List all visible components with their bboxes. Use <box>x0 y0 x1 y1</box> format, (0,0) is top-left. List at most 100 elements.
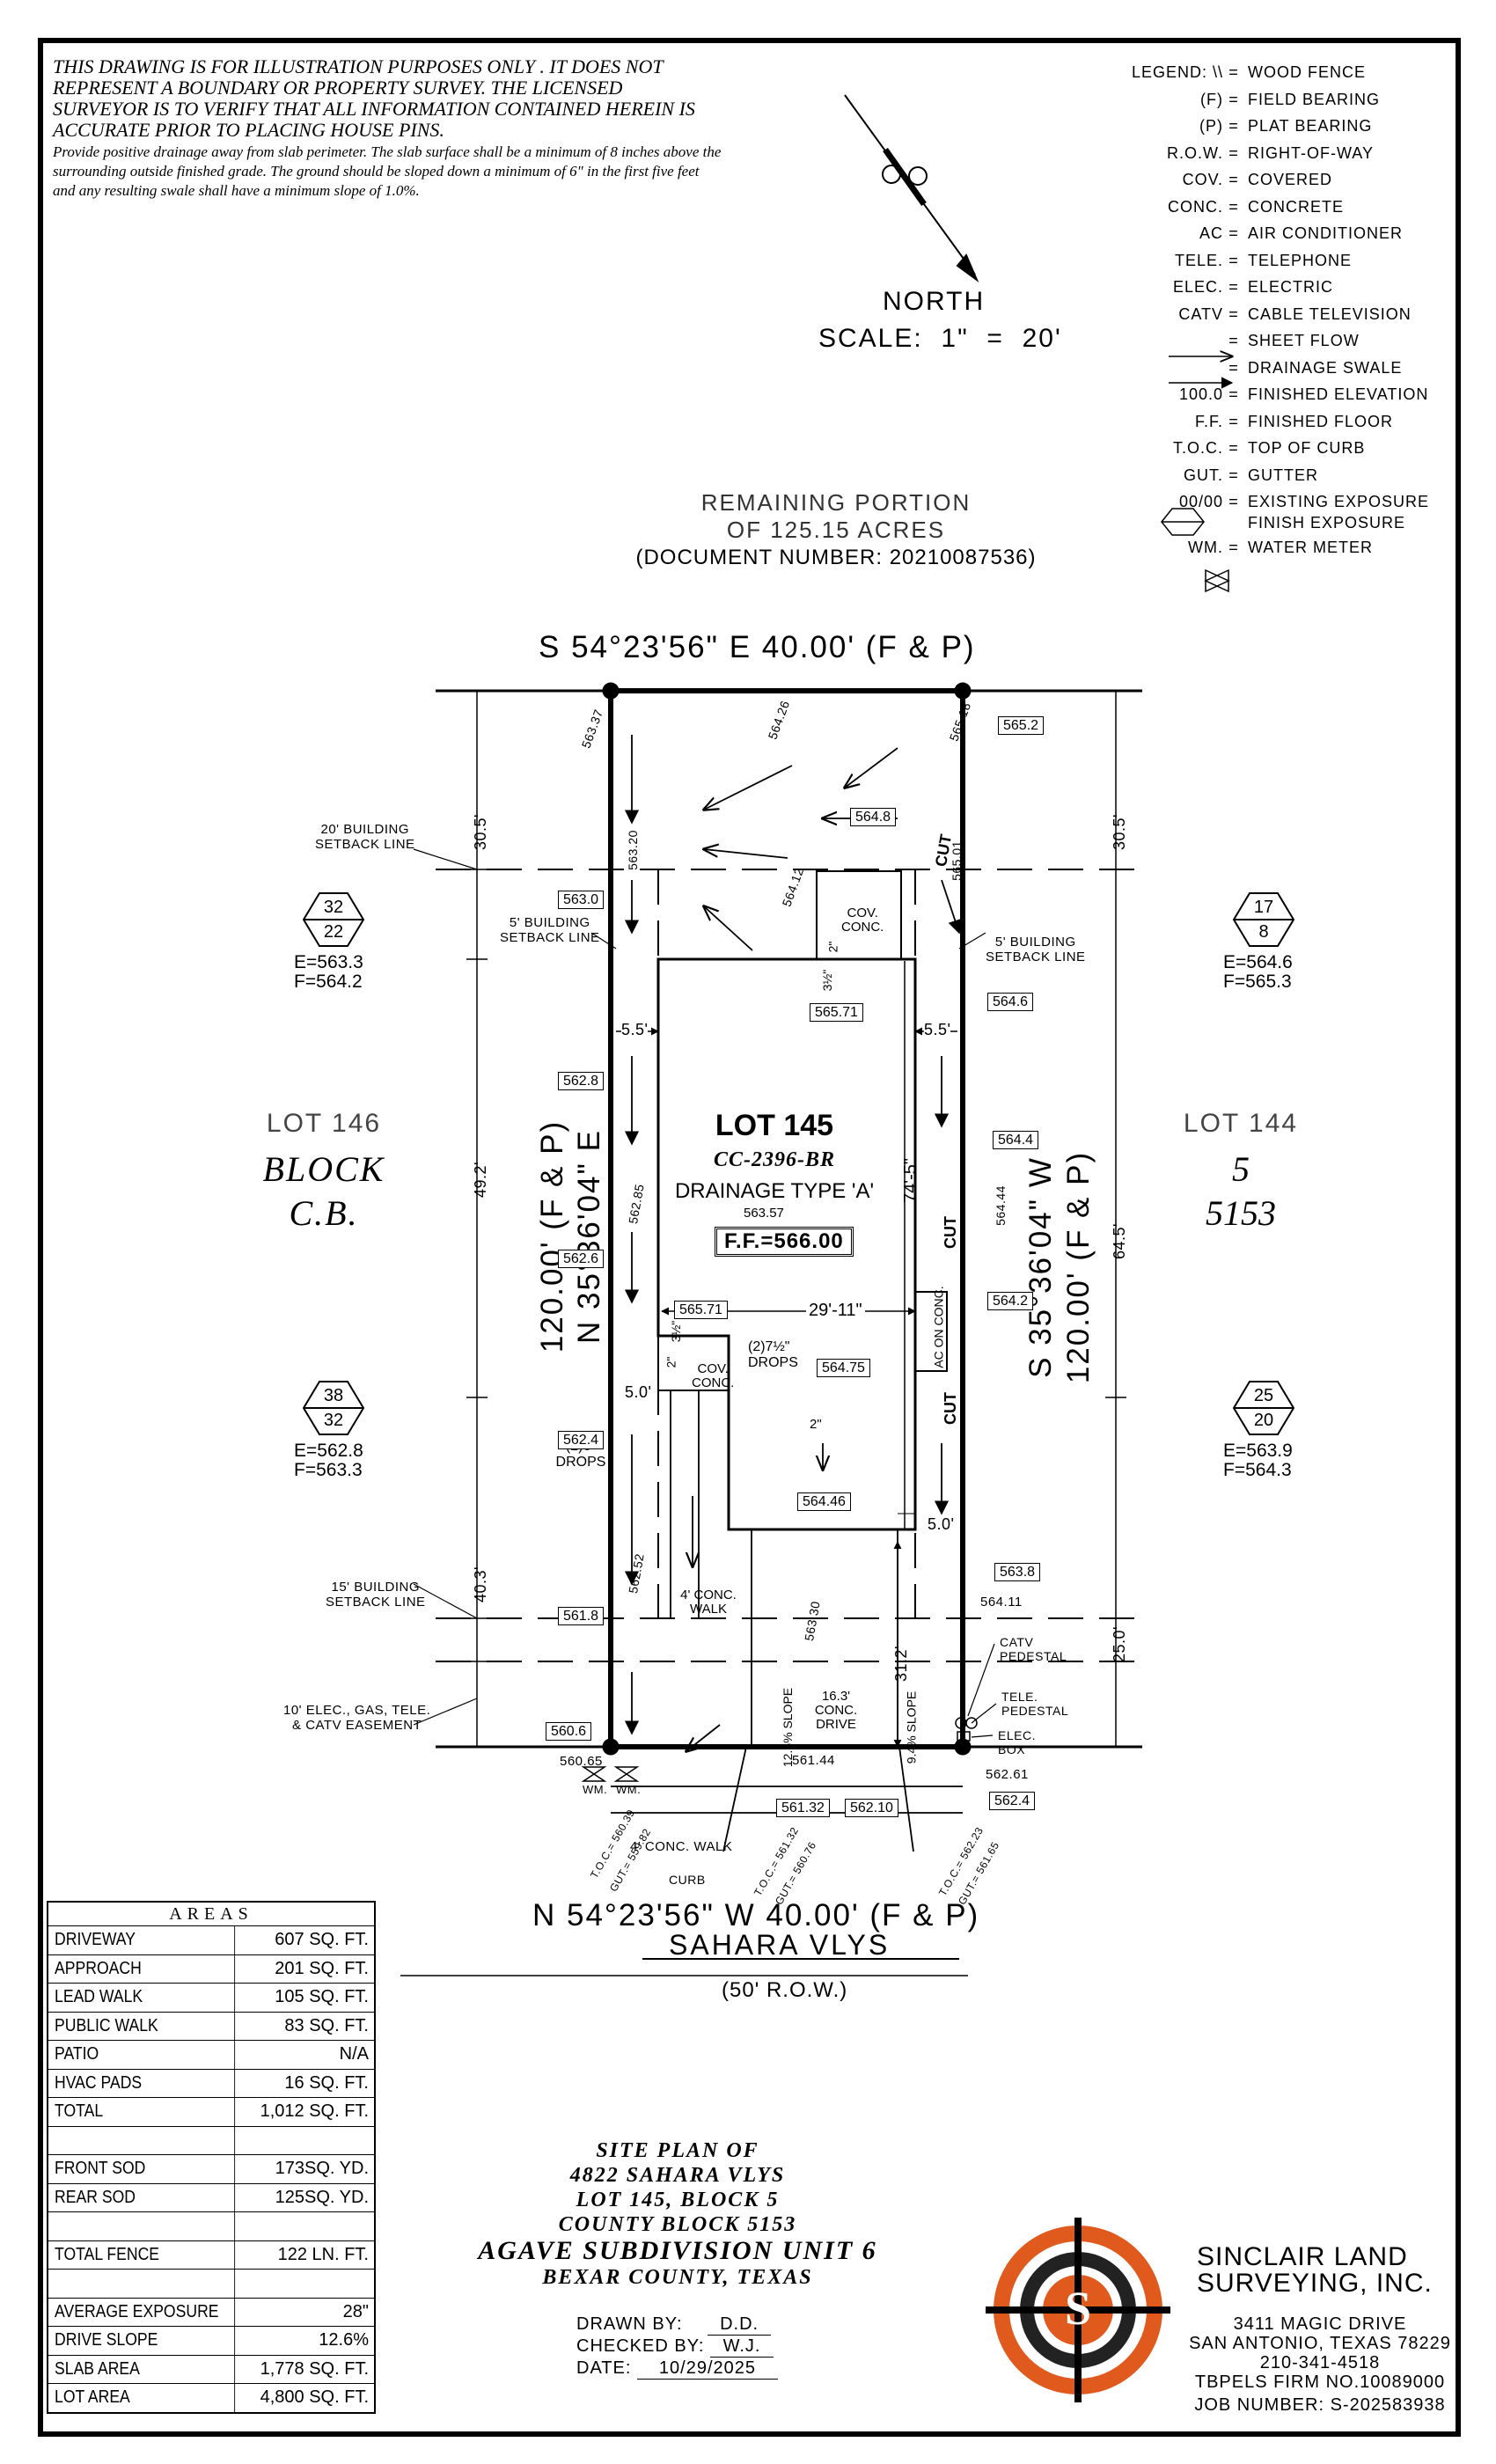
side-setback-left-label: 5' BUILDING SETBACK LINE <box>500 915 600 945</box>
legend-symbol: R.O.W. <box>1167 143 1223 162</box>
county-block-number: 5153 <box>1206 1193 1276 1233</box>
areas-key: TOTAL FENCE <box>48 2240 236 2269</box>
areas-value: 28" <box>342 2301 369 2321</box>
elev-box-565-71-top: 565.71 <box>810 1003 863 1022</box>
elev-564-44: 564.44 <box>993 1185 1008 1226</box>
legend-symbol: AC <box>1199 224 1223 242</box>
elev-box-564-4: 564.4 <box>993 1131 1039 1149</box>
legend-equals: = <box>1228 385 1239 403</box>
legend-equals: = <box>1228 358 1239 377</box>
disclaimer-note: THIS DRAWING IS FOR ILLUSTRATION PURPOSE… <box>53 56 722 201</box>
dim-30-5-left: 30.5' <box>471 814 489 850</box>
elev-box-565-71-left: 565.71 <box>674 1301 728 1319</box>
areas-key: HVAC PADS <box>48 2069 236 2097</box>
legend-equals: = <box>1228 251 1239 269</box>
hex-right-top-e: E=564.6 <box>1223 952 1293 972</box>
areas-key: PUBLIC WALK <box>48 2012 236 2040</box>
legend-symbol: (P) <box>1199 117 1223 135</box>
drive-and-walks <box>611 1390 963 1852</box>
legend-symbol: WM. <box>1188 539 1223 556</box>
legend-symbol: CATV <box>1178 304 1223 323</box>
fall-2-inch: 2" <box>810 1417 822 1432</box>
legend-row: F.F.=FINISHED FLOOR <box>1091 413 1461 440</box>
legend-row: =SHEET FLOW <box>1091 332 1461 359</box>
elev-564-11: 564.11 <box>980 1595 1023 1610</box>
company-address: 3411 MAGIC DRIVE SAN ANTONIO, TEXAS 7822… <box>1170 2314 1470 2415</box>
legend-row: CONC.=CONCRETE <box>1091 198 1461 225</box>
legend-definition: TELEPHONE <box>1248 251 1353 269</box>
elev-561-44: 561.44 <box>792 1753 835 1768</box>
legend-definition: CABLE TELEVISION <box>1248 304 1412 323</box>
date-label: DATE: <box>576 2358 632 2378</box>
legend-definition: WOOD FENCE <box>1248 63 1366 81</box>
legend-definition: ELECTRIC <box>1248 278 1334 296</box>
hex-left-top-existing: 32 <box>323 898 344 917</box>
legend-equals: = <box>1228 412 1239 430</box>
legend-definition: FINISHED ELEVATION <box>1248 385 1429 403</box>
remaining-portion: REMAINING PORTION OF 125.15 ACRES (DOCUM… <box>616 489 1056 570</box>
company-phone: 210-341-4518 <box>1259 2353 1381 2372</box>
legend-definition: FIELD BEARING <box>1248 90 1381 108</box>
elev-box-560-6: 560.6 <box>546 1722 592 1741</box>
areas-key: APPROACH <box>48 1954 236 1983</box>
areas-row <box>48 2126 374 2155</box>
side-setback-right-label: 5' BUILDING SETBACK LINE <box>986 935 1086 964</box>
areas-value: 607 SQ. FT. <box>275 1930 369 1949</box>
legend-definition: EXISTING EXPOSURE <box>1248 493 1430 510</box>
legend-definition: SHEET FLOW <box>1248 332 1360 349</box>
areas-value: N/A <box>339 2044 369 2064</box>
document-number: (DOCUMENT NUMBER: 20210087536) <box>635 546 1037 569</box>
hex-left-bot-finish: 32 <box>323 1411 344 1430</box>
elev-box-564-6: 564.6 <box>987 993 1034 1011</box>
legend-row: CATV=CABLE TELEVISION <box>1091 305 1461 333</box>
legend-row: LEGEND: \\=WOOD FENCE <box>1091 63 1461 91</box>
cut-label-3: CUT <box>942 1392 959 1425</box>
hex-right-top-finish: 8 <box>1258 922 1269 942</box>
areas-value: 83 SQ. FT. <box>284 2015 369 2035</box>
water-meter-2: WM. <box>616 1783 642 1796</box>
plan-number: CC-2396-BR <box>713 1148 835 1171</box>
fall-2-inch-top: 2" <box>825 941 840 953</box>
areas-value: 1,778 SQ. FT. <box>260 2358 369 2379</box>
lead-walk: 4' CONC. WALK <box>680 1588 737 1617</box>
elev-box-563-8: 563.8 <box>994 1563 1041 1581</box>
block-number: 5 <box>1232 1149 1250 1189</box>
utility-pedestals <box>955 1717 978 1742</box>
areas-key <box>48 2126 236 2154</box>
legend-equals: = <box>1228 143 1239 162</box>
hex-left-top-f: F=564.2 <box>294 972 363 992</box>
elev-box-562-8: 562.8 <box>558 1072 605 1090</box>
legend-symbol: 00/00 <box>1178 493 1223 510</box>
legend-definition: DRAINAGE SWALE <box>1248 358 1403 377</box>
drops-right: (2)7½" DROPS <box>748 1339 798 1370</box>
areas-value <box>260 2212 374 2240</box>
water-meter-icons <box>581 1766 640 1782</box>
county-block-cb: C.B. <box>289 1193 359 1233</box>
elev-box-561-32: 561.32 <box>776 1799 830 1817</box>
hex-left-bot-f: F=563.3 <box>294 1460 363 1480</box>
legend-definition: COVERED <box>1248 171 1333 188</box>
title-line-4: COUNTY BLOCK 5153 <box>558 2213 797 2236</box>
areas-value: 4,800 SQ. FT. <box>260 2387 369 2407</box>
dim-5-0-right: 5.0' <box>928 1515 955 1533</box>
elev-box-562-4: 562.4 <box>558 1431 605 1449</box>
legend-row: (F)=FIELD BEARING <box>1091 91 1461 118</box>
public-walk-label: 4' CONC. WALK <box>630 1839 733 1854</box>
areas-value: 122 LN. FT. <box>277 2244 369 2264</box>
dim-30-5-right: 30.5' <box>1110 814 1128 850</box>
legend-row: 100.0=FINISHED ELEVATION <box>1091 385 1461 413</box>
ac-on-conc: AC ON CONC. <box>931 1286 946 1368</box>
dim-49-2: 49.2' <box>471 1162 489 1198</box>
hex-right-bot-e: E=563.9 <box>1223 1441 1293 1461</box>
legend-row: T.O.C.=TOP OF CURB <box>1091 439 1461 466</box>
legend-row: WM.=WATER METER <box>1091 539 1461 566</box>
areas-value: 12.6% <box>319 2330 369 2350</box>
